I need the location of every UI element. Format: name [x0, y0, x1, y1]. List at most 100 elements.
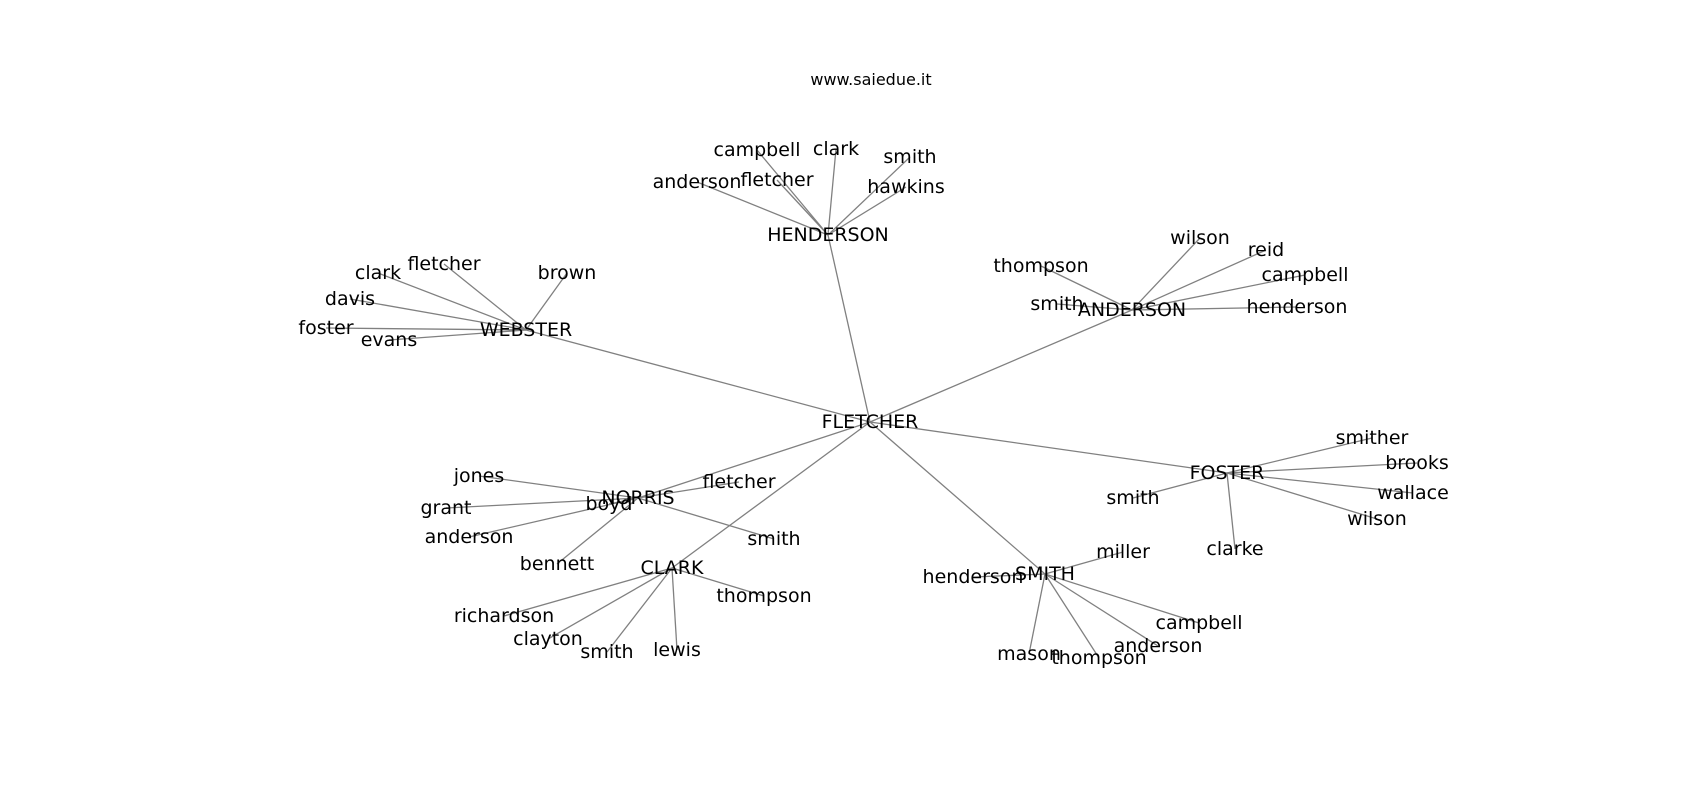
edge-hub-to-leaf	[1040, 265, 1133, 311]
hub-node-label: ANDERSON	[1078, 299, 1186, 321]
leaf-node-label: campbell	[1262, 264, 1349, 286]
leaf-node-label: foster	[298, 317, 353, 339]
edge-hub-to-leaf	[637, 481, 740, 499]
leaf-node-label: jones	[453, 465, 505, 487]
leaf-node-label: thompson	[716, 585, 811, 607]
edge-hub-to-leaf	[478, 475, 639, 499]
edge-hub-to-leaf	[388, 329, 527, 341]
leaf-node-label: wilson	[1347, 508, 1407, 530]
leaf-node-label: thompson	[1051, 647, 1146, 669]
site-title: www.saiedue.it	[810, 70, 932, 89]
edge-hub-to-leaf	[1044, 551, 1124, 575]
edge-hub-to-leaf	[1044, 573, 1100, 659]
leaf-node-label: smith	[747, 528, 800, 550]
leaf-node-label: hawkins	[867, 176, 944, 198]
leaf-node-label: clarke	[1206, 538, 1263, 560]
edge-hub-to-leaf	[606, 567, 673, 653]
edge-hub-to-leaf	[1028, 573, 1046, 655]
leaf-node-label: clark	[355, 262, 401, 284]
leaf-node-label: evans	[361, 329, 418, 351]
leaf-node-label: smith	[1030, 293, 1083, 315]
leaf-node-label: anderson	[425, 526, 514, 548]
leaf-node-label: henderson	[923, 566, 1024, 588]
leaf-node-label: boyd	[586, 493, 633, 515]
leaf-node-label: brown	[538, 262, 597, 284]
edge-hub-to-leaf	[671, 567, 678, 651]
edge-hub-to-leaf	[1226, 472, 1378, 520]
leaf-node-label: miller	[1096, 541, 1150, 563]
edge-hub-to-leaf	[325, 327, 527, 331]
edge-root-to-hub	[869, 309, 1133, 423]
edge-layer	[325, 148, 1418, 659]
leaf-node-label: wallace	[1377, 482, 1449, 504]
leaf-node-label: campbell	[1156, 612, 1243, 634]
edge-hub-to-leaf	[1131, 274, 1306, 311]
hub-node-label: CLARK	[641, 557, 704, 579]
leaf-node-label: richardson	[454, 605, 554, 627]
leaf-node-label: clark	[813, 138, 859, 160]
leaf-node-label: wilson	[1170, 227, 1230, 249]
edge-root-to-hub	[525, 329, 871, 423]
edge-hub-to-leaf	[503, 567, 673, 617]
edge-hub-to-leaf	[637, 497, 775, 540]
edge-hub-to-leaf	[1044, 573, 1200, 624]
edge-hub-to-leaf	[1226, 437, 1373, 474]
edge-hub-to-leaf	[525, 272, 568, 331]
edge-hub-to-leaf	[1131, 306, 1298, 311]
edge-root-to-hub	[869, 421, 1228, 474]
edge-hub-to-leaf	[445, 497, 639, 509]
leaf-node-label: brooks	[1385, 452, 1449, 474]
hub-node-label: NORRIS	[601, 487, 674, 509]
leaf-node-label: thompson	[993, 255, 1088, 277]
leaf-node-label: bennett	[520, 553, 594, 575]
edge-root-to-hub	[869, 421, 1046, 575]
leaf-node-label: smith	[1106, 487, 1159, 509]
edge-hub-to-leaf	[827, 156, 911, 236]
leaf-node-label: mason	[997, 643, 1061, 665]
edge-hub-to-leaf	[756, 149, 829, 236]
hub-node-label: WEBSTER	[480, 319, 572, 341]
edge-hub-to-leaf	[827, 148, 837, 236]
edge-hub-to-leaf	[827, 186, 907, 236]
edge-hub-to-leaf	[1132, 472, 1228, 499]
edge-hub-to-leaf	[547, 567, 673, 640]
edge-hub-to-leaf	[776, 179, 829, 236]
edge-hub-to-leaf	[1044, 573, 1159, 647]
leaf-node-label: grant	[420, 497, 471, 519]
edge-hub-to-leaf	[671, 567, 765, 597]
edge-hub-to-leaf	[1131, 237, 1201, 311]
edge-hub-to-leaf	[1226, 462, 1418, 474]
edge-root-to-hub	[637, 421, 871, 499]
leaf-node-label: anderson	[1114, 635, 1203, 657]
edge-hub-to-leaf	[1226, 472, 1414, 494]
leaf-node-label: anderson	[653, 171, 742, 193]
edge-hub-to-leaf	[443, 263, 527, 331]
edge-hub-to-leaf	[468, 497, 639, 538]
leaf-node-label: fletcher	[407, 253, 480, 275]
edge-hub-to-leaf	[349, 298, 527, 331]
leaf-node-label: smith	[580, 641, 633, 663]
leaf-node-label: campbell	[714, 139, 801, 161]
edge-hub-to-leaf	[1226, 472, 1236, 550]
hub-node-label: HENDERSON	[767, 224, 889, 246]
leaf-node-label: henderson	[1247, 296, 1348, 318]
leaf-node-label: fletcher	[702, 471, 775, 493]
leaf-node-label: davis	[325, 288, 375, 310]
leaf-node-label: smith	[883, 146, 936, 168]
edge-hub-to-leaf	[1056, 303, 1133, 311]
hub-node-label: FOSTER	[1190, 462, 1265, 484]
edge-hub-to-leaf	[696, 181, 829, 236]
root-node-label: FLETCHER	[822, 411, 919, 433]
leaf-node-label: fletcher	[740, 169, 813, 191]
edge-root-to-hub	[671, 421, 871, 569]
edge-root-to-hub	[827, 234, 871, 423]
hub-node-label: SMITH	[1015, 563, 1075, 585]
edge-hub-to-leaf	[377, 272, 527, 331]
leaf-node-label: reid	[1248, 239, 1284, 261]
edge-hub-to-leaf	[972, 573, 1046, 578]
leaf-node-label: clayton	[513, 628, 583, 650]
leaf-node-label: lewis	[653, 639, 701, 661]
label-layer: FLETCHER HENDERSON campbell clark smith fletc…	[298, 138, 1448, 669]
